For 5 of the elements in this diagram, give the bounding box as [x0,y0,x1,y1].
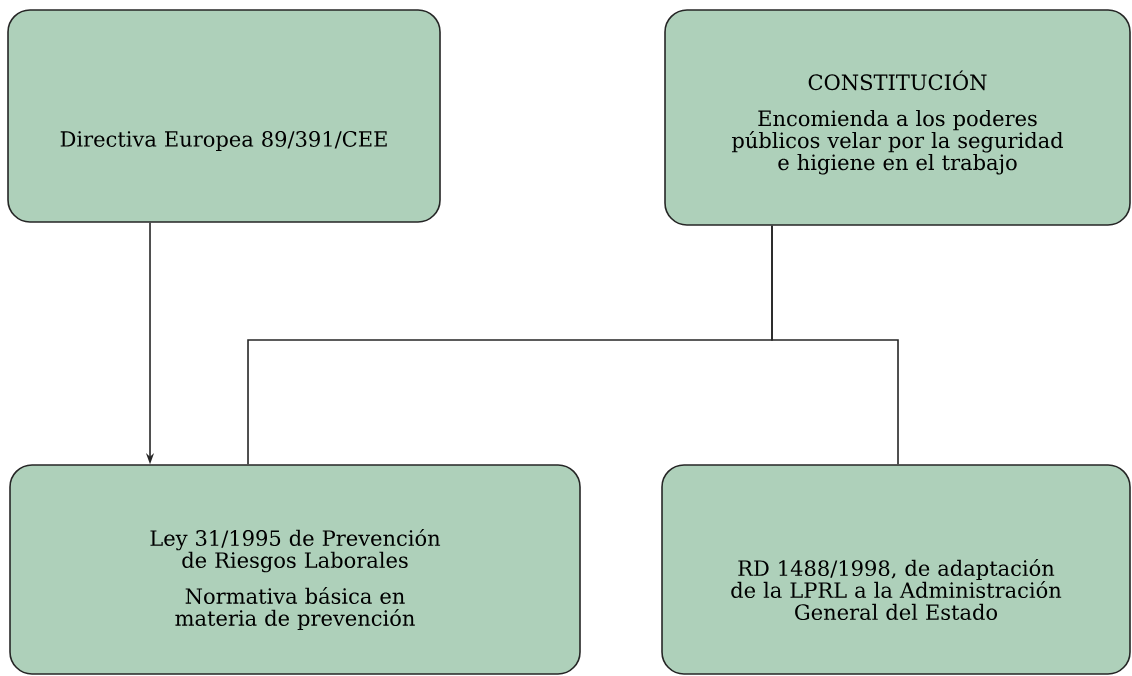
text-box: RD 1488/1998, de adaptación de la LPRL a la Administración General del Estado [661,464,1131,675]
text-box: Directiva Europea 89/391/CEE [7,9,441,223]
text-box: Ley 31/1995 de Prevención de Riesgos Laborales Normativa básica en materia de prevención [9,464,581,675]
text-box: CONSTITUCIÓN Encomienda a los poderes públicos velar por la seguridad e higiene en el trabajo [664,9,1131,226]
connector [771,225,899,465]
